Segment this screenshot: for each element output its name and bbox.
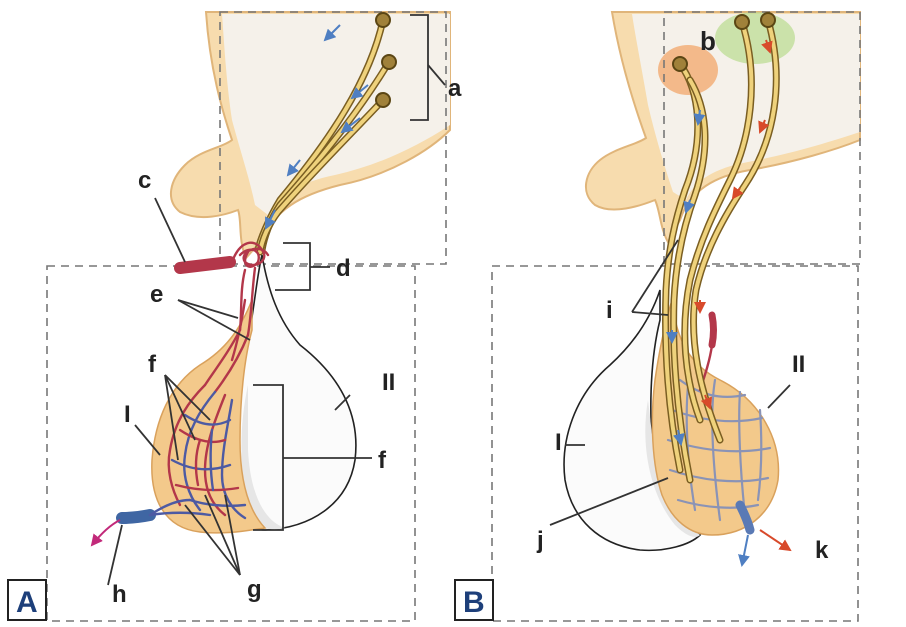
panel-a-letter: A	[16, 586, 38, 619]
label-f-right: f	[378, 447, 387, 474]
nucleus-green	[715, 12, 795, 64]
lead-e-2	[178, 300, 250, 340]
neuron-body-b3	[673, 57, 687, 71]
label-I-a: I	[124, 401, 131, 428]
outflow-red	[760, 530, 790, 550]
label-g: g	[247, 576, 262, 603]
label-e: e	[150, 281, 163, 308]
neuron-body-3	[376, 93, 390, 107]
posterior-lobe-a	[238, 255, 356, 530]
label-b: b	[700, 26, 716, 56]
panel-b-letter: B	[463, 586, 485, 619]
label-c: c	[138, 167, 151, 194]
neuron-body-2	[382, 55, 396, 69]
label-a: a	[448, 75, 462, 102]
label-h: h	[112, 581, 127, 608]
label-j: j	[536, 527, 544, 554]
label-k: k	[815, 537, 829, 564]
lead-e-1	[178, 300, 238, 318]
label-II-b: II	[792, 351, 805, 378]
label-i: i	[606, 297, 613, 324]
neuron-body-1	[376, 13, 390, 27]
panel-a: a c d e f f I II g h A	[8, 12, 462, 621]
panel-b: b i j k I II B	[455, 12, 860, 621]
neuron-body-b2	[761, 13, 775, 27]
neuron-body-b1	[735, 15, 749, 29]
label-II-a: II	[382, 369, 395, 396]
lead-h	[108, 525, 122, 585]
outflow-blue	[742, 535, 748, 565]
label-f-left: f	[148, 351, 157, 378]
label-I-b: I	[555, 429, 562, 456]
lead-II-b	[768, 385, 790, 408]
label-d: d	[336, 255, 351, 282]
